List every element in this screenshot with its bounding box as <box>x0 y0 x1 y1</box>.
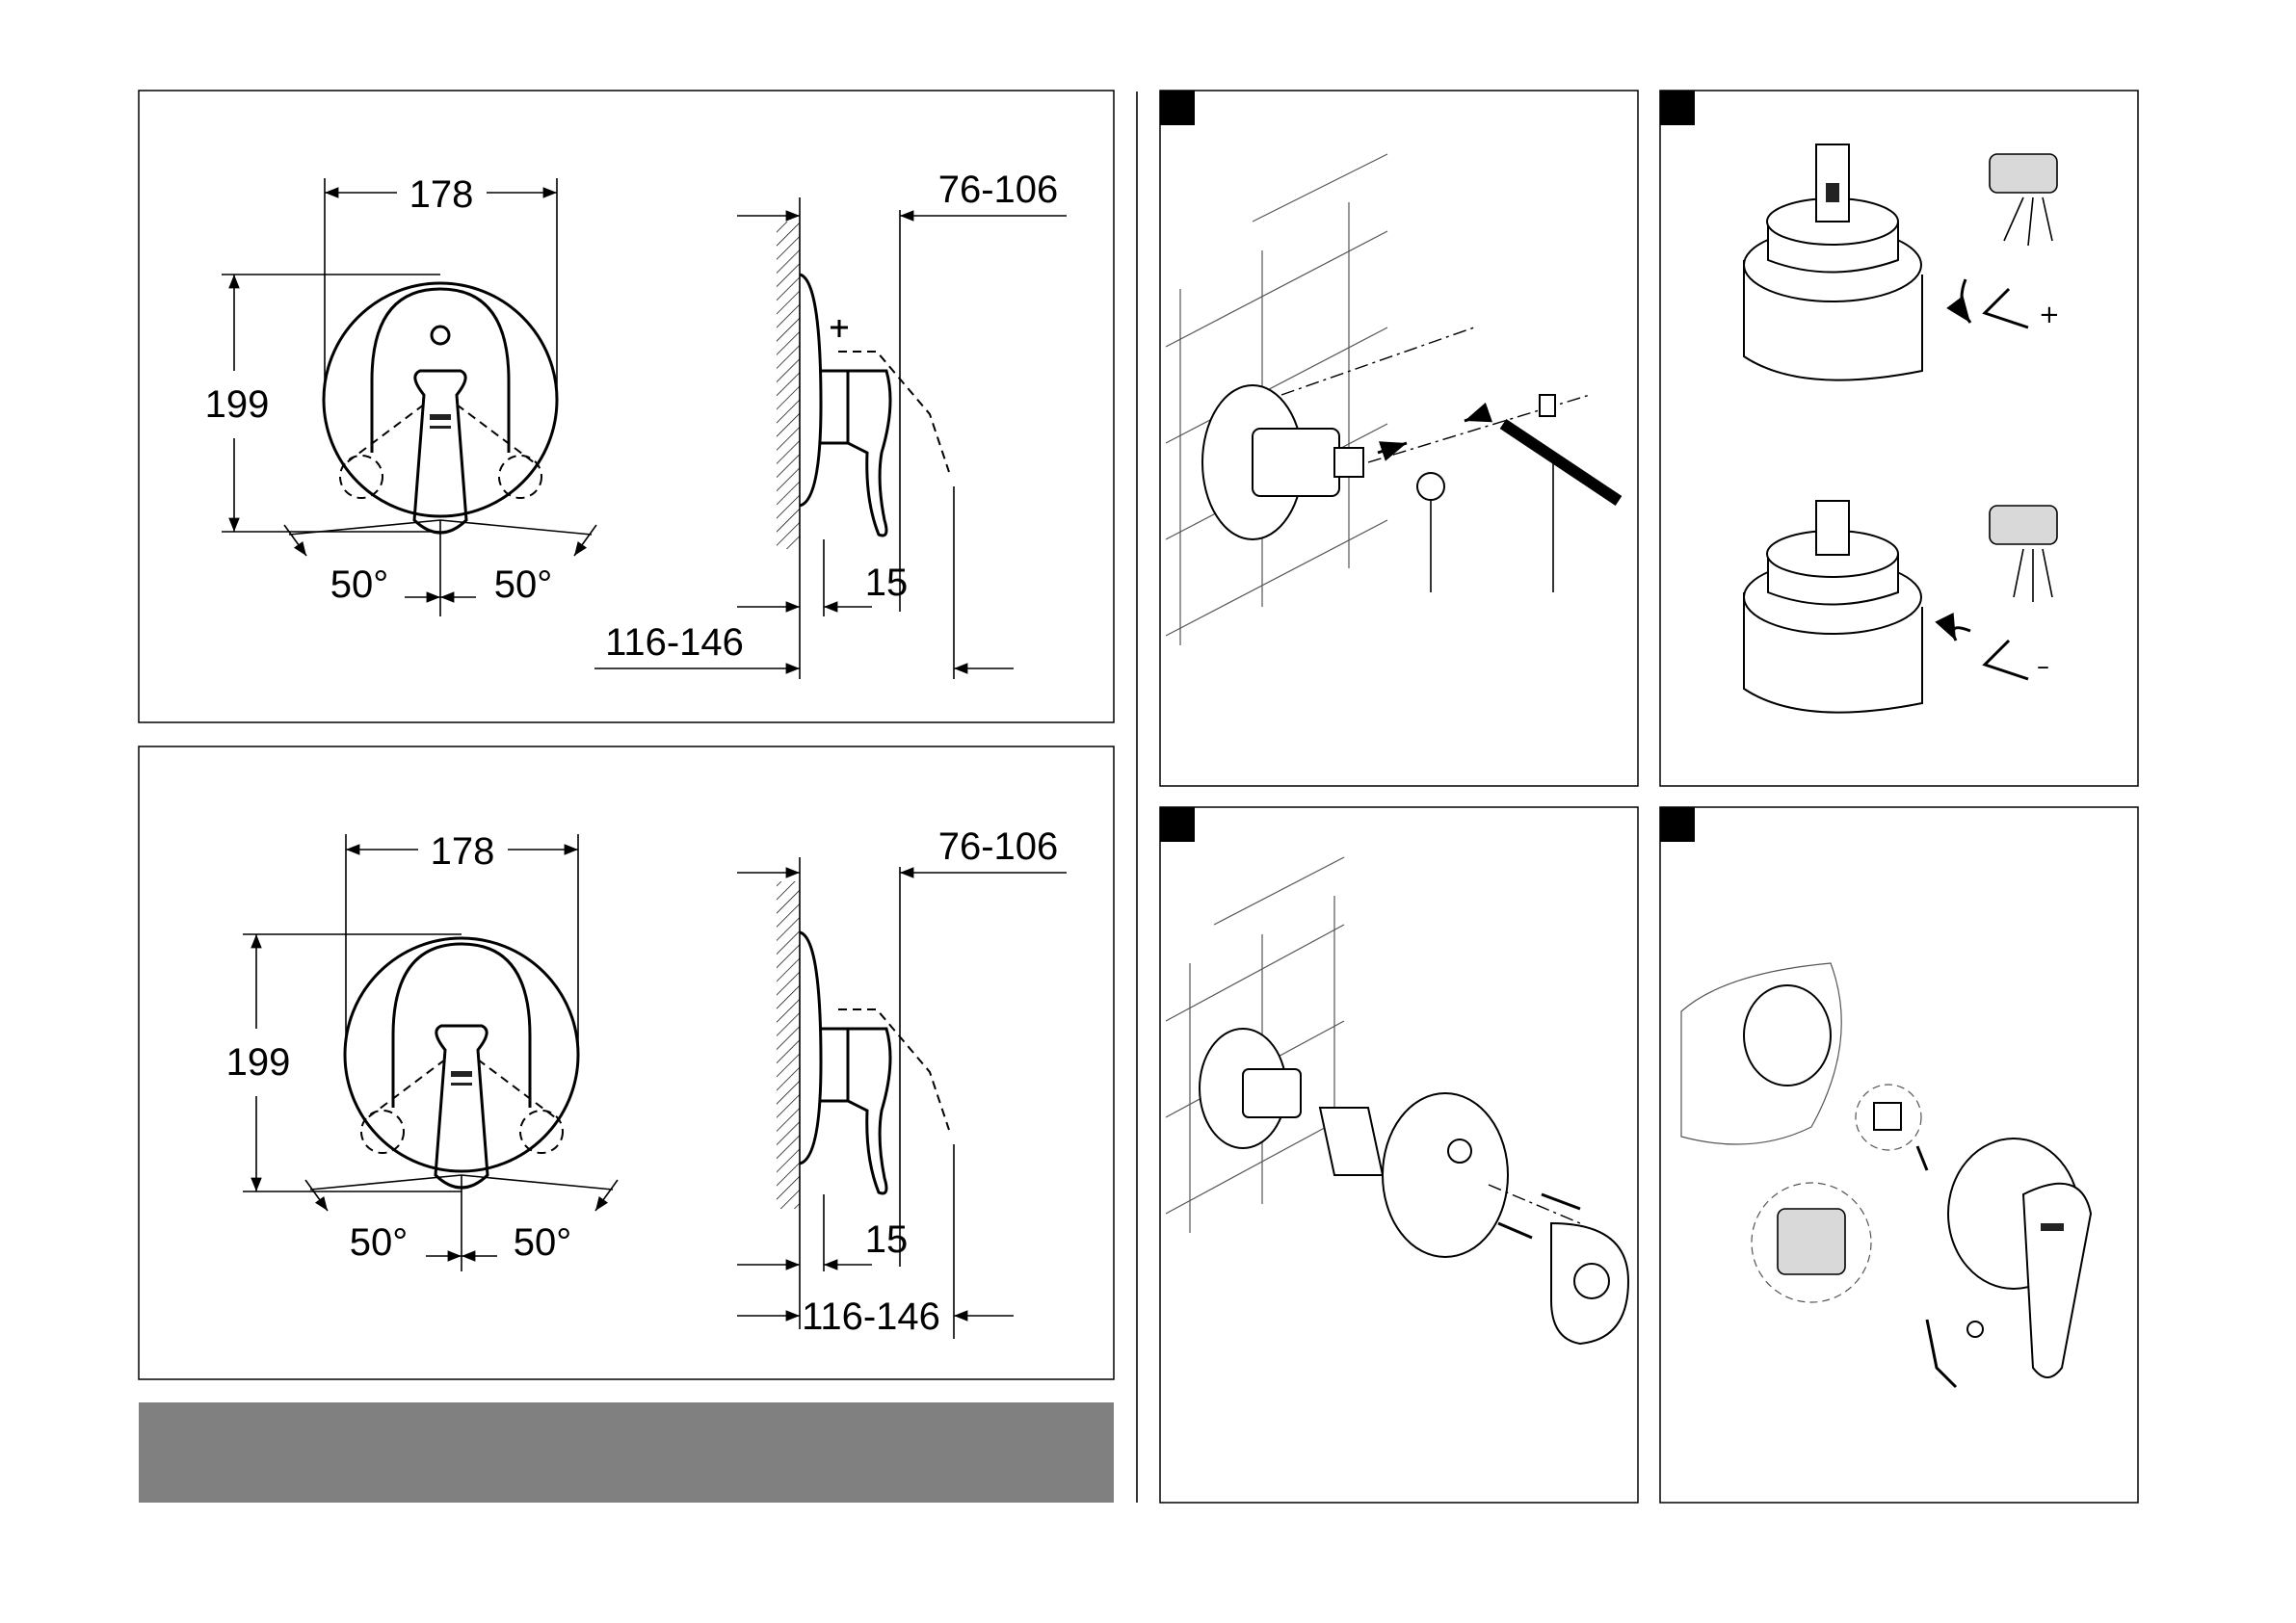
panel-step-install <box>1160 91 1638 786</box>
wall-range-dimension: 116-146 <box>605 621 744 664</box>
panel-step-handle <box>1660 807 2138 1503</box>
nut-part <box>1417 473 1444 500</box>
grey-band <box>139 1402 1114 1503</box>
cartridge-head <box>1744 985 1831 1086</box>
height-dimension: 199 <box>205 383 270 426</box>
adapter-part <box>1874 1103 1901 1130</box>
wall-range-dimension: 116-146 <box>802 1296 940 1338</box>
depth-dimension: 76-106 <box>938 169 1059 211</box>
step-marker <box>1160 91 1195 125</box>
panel-step-escutcheon <box>1160 807 1638 1503</box>
angle-left: 50° <box>330 563 389 606</box>
angle-left: 50° <box>350 1221 409 1264</box>
step-marker <box>1160 807 1195 842</box>
minus-sign: – <box>2037 652 2049 681</box>
wall-hatching <box>777 881 800 1209</box>
wall-hatching <box>777 222 800 549</box>
spout-hot <box>1990 154 2057 193</box>
grohe-logo-mark <box>430 414 451 420</box>
angle-right: 50° <box>514 1221 572 1264</box>
angle-right: 50° <box>494 563 553 606</box>
grohe-logo-mark <box>451 1071 472 1077</box>
mounting-plate <box>1383 1093 1508 1257</box>
step-marker <box>1660 91 1695 125</box>
panel-step-adjust: + – <box>1660 91 2138 786</box>
offset-dimension: 15 <box>865 562 909 604</box>
height-dimension: 199 <box>226 1041 291 1084</box>
panel-dimensions-bottom: 178 199 50° 50° 76-106 <box>139 746 1114 1379</box>
width-dimension: 178 <box>431 830 495 873</box>
plus-sign: + <box>2039 301 2060 329</box>
step-marker <box>1660 807 1695 842</box>
spout-cold <box>1990 506 2057 544</box>
width-dimension: 178 <box>409 173 474 216</box>
grohe-logo-mark <box>2041 1223 2064 1231</box>
depth-dimension: 76-106 <box>938 825 1059 868</box>
panel-dimensions-top: 178 199 50° 50° <box>139 91 1114 722</box>
offset-dimension: 15 <box>865 1218 909 1261</box>
